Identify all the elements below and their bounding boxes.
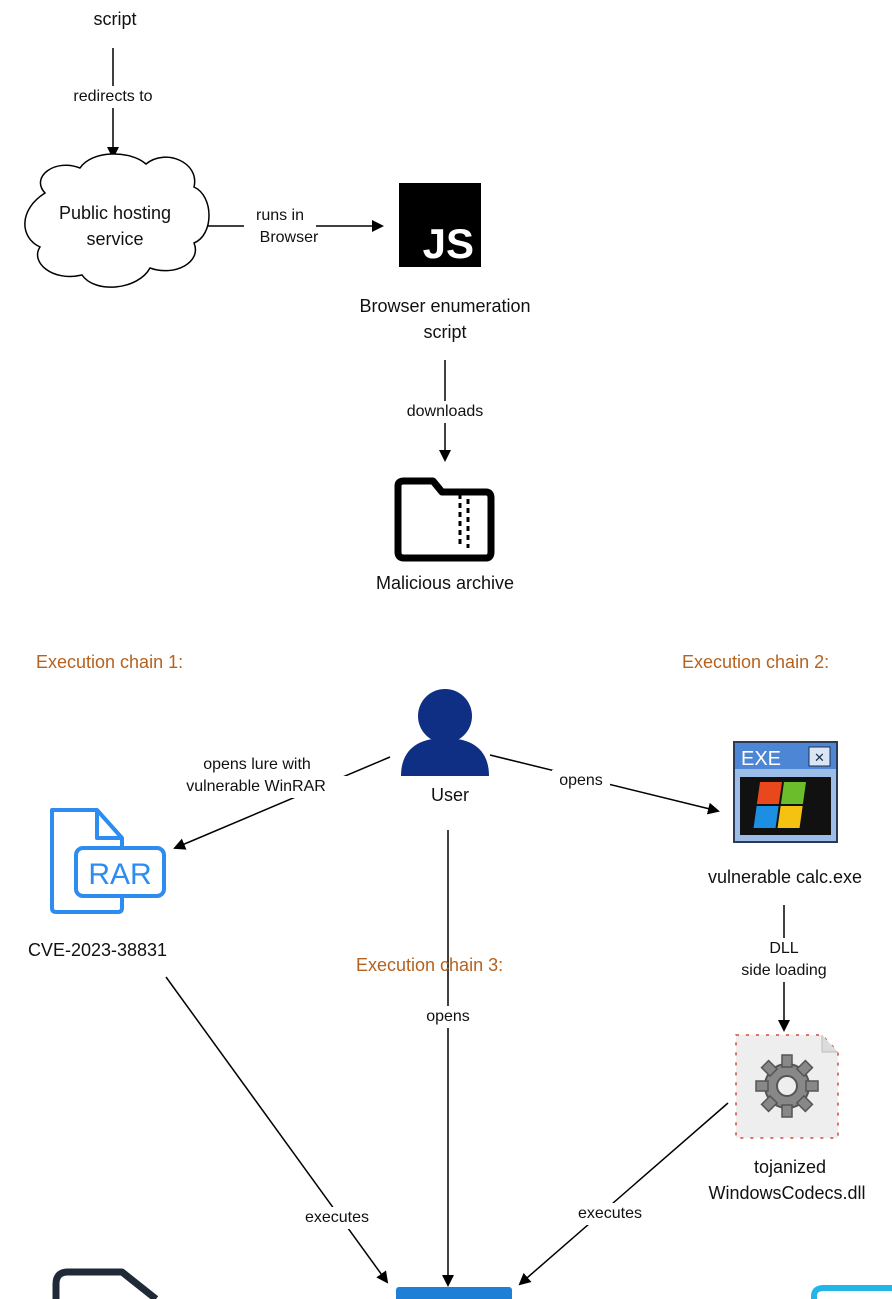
edge-label-opens-lure-line1: opens lure with [172, 754, 342, 776]
payload-box-partial [396, 1287, 512, 1299]
execution-chain-2-label: Execution chain 2: [682, 652, 830, 672]
exe-window-icon: EXE ✕ [733, 741, 838, 843]
user-icon [401, 689, 489, 776]
rar-cve-label: CVE-2023-38831 [27, 940, 168, 960]
edge-label-opens-center: opens [418, 1006, 478, 1028]
dll-gear-icon [735, 1034, 839, 1139]
edge-label-dll-side-line2: side loading [728, 960, 840, 982]
cloud-shape [24, 153, 210, 288]
execution-chain-1-label: Execution chain 1: [36, 652, 184, 672]
calc-label: vulnerable calc.exe [707, 867, 863, 887]
edge-label-dll-side-line1: DLL [754, 938, 814, 960]
document-icon-partial [52, 1268, 159, 1299]
edge-label-redirects-to: redirects to [58, 86, 168, 108]
edge-label-runs-in-line1: runs in [244, 205, 316, 227]
edge-user-to-rar [173, 756, 391, 850]
edge-label-downloads: downloads [393, 401, 497, 423]
rar-badge-text: RAR [88, 858, 151, 891]
right-icon-partial [811, 1285, 892, 1299]
edge-label-executes-left: executes [292, 1207, 382, 1229]
dll-label-line2: WindowsCodecs.dll [708, 1183, 866, 1203]
javascript-icon: JS [399, 183, 481, 267]
js-badge-text: JS [423, 220, 474, 267]
hosting-label-line2: service [86, 229, 144, 249]
edge-label-executes-right: executes [565, 1203, 655, 1225]
exe-close-glyph: ✕ [814, 751, 825, 766]
edge-rar-to-bottom [165, 976, 389, 1284]
dll-label-line1: tojanized [753, 1157, 827, 1177]
enum-script-label-line1: Browser enumeration [359, 296, 531, 316]
execution-chain-3-label: Execution chain 3: [356, 955, 504, 975]
edge-label-opens-calc: opens [552, 770, 610, 792]
edge-label-opens-lure-line2: vulnerable WinRAR [160, 776, 352, 798]
user-label: User [430, 785, 469, 805]
edge-label-runs-in-line2: Browser [244, 227, 334, 249]
archive-label: Malicious archive [375, 573, 515, 593]
edge-dll-to-bottom [518, 1102, 729, 1286]
hosting-label-line1: Public hosting [58, 203, 172, 223]
enum-script-label-line2: script [423, 322, 467, 342]
rar-file-icon: RAR [50, 808, 166, 914]
top-script-label: script [93, 9, 137, 29]
exe-title-text: EXE [741, 748, 781, 770]
archive-folder-icon [394, 477, 495, 562]
